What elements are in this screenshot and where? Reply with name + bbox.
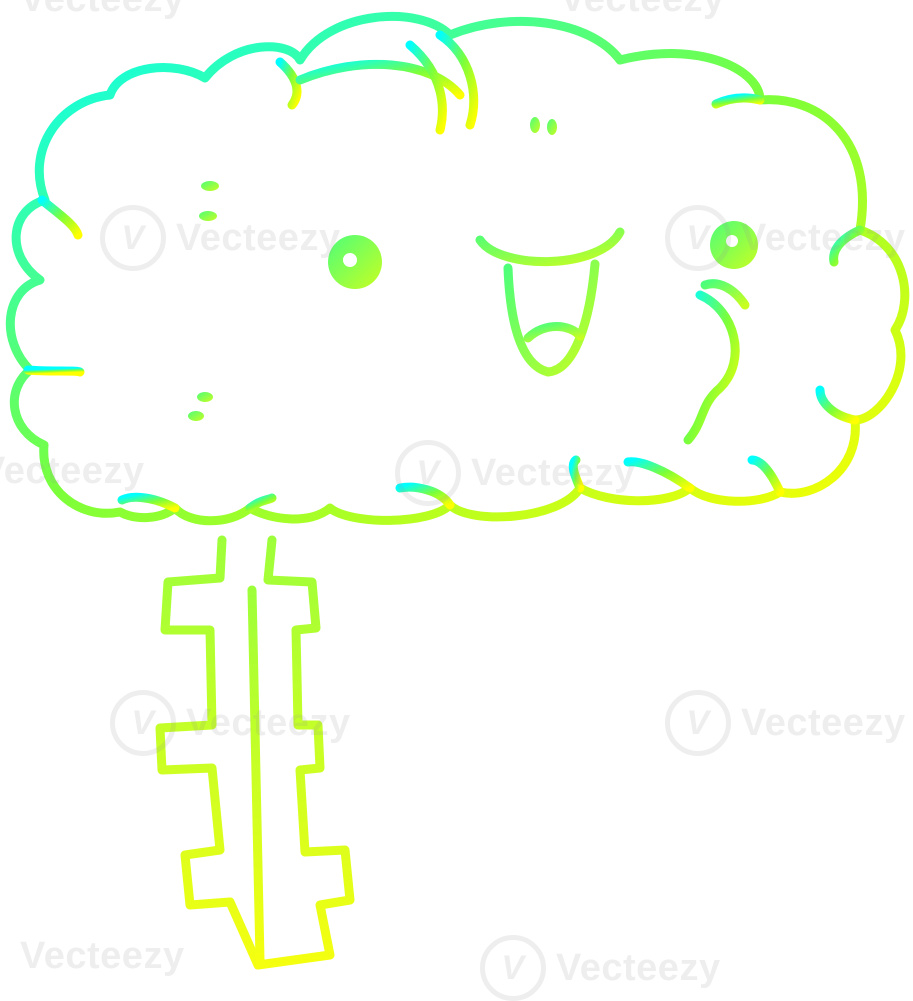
smiling-mouth (475, 227, 625, 377)
brain-folds (23, 30, 865, 513)
brain-stem (155, 535, 355, 970)
left-eye (328, 235, 382, 289)
right-eye (700, 221, 758, 310)
freckle-dots (188, 117, 557, 421)
cartoon-brain-illustration (5, 12, 910, 970)
